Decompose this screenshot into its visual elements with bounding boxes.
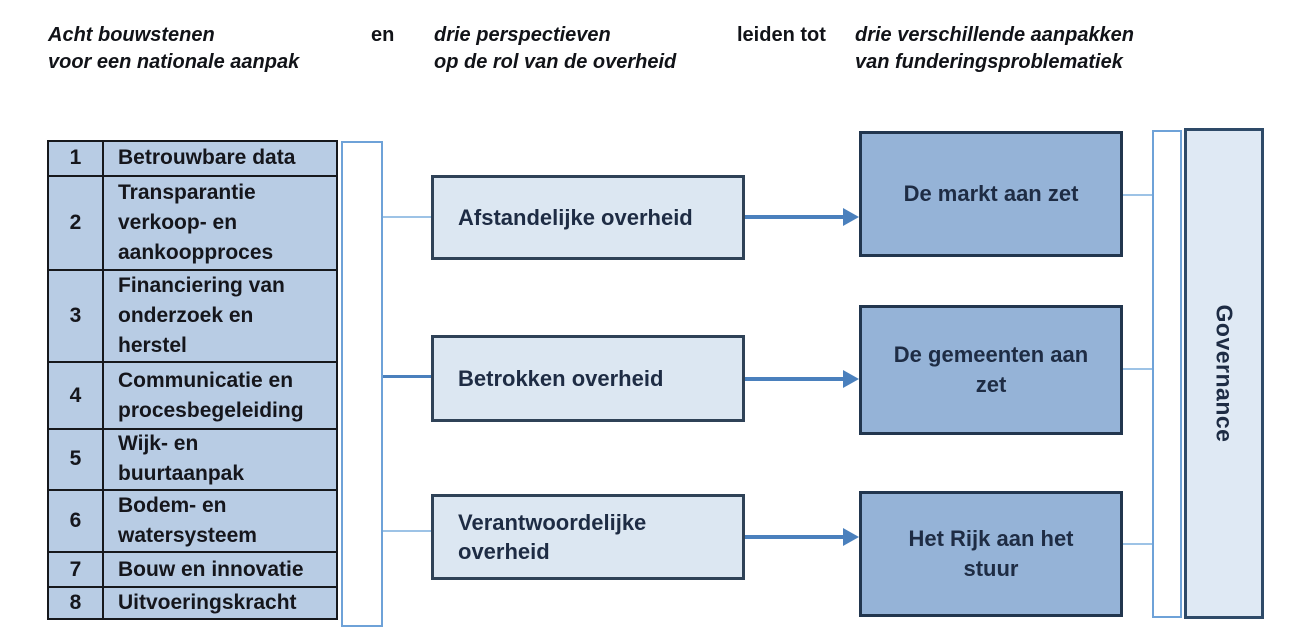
table-row: 1 Betrouwbare data [49, 142, 336, 177]
approach-box-rijk: Het Rijk aan het stuur [859, 491, 1123, 617]
table-row: 8 Uitvoeringskracht [49, 588, 336, 619]
connector-line [1123, 194, 1153, 196]
row-number: 5 [49, 429, 104, 489]
conjunction-en: en [371, 24, 395, 46]
row-number: 2 [49, 176, 104, 269]
arrow-line [745, 215, 845, 219]
perspective-box-verantwoordelijke: Verantwoordelijke overheid [431, 494, 745, 580]
connector-line [1123, 543, 1153, 545]
building-blocks-table: 1 Betrouwbare data 2 Transparantie verko… [47, 140, 338, 620]
arrow-line [745, 377, 845, 381]
row-label: Transparantie verkoop- en aankoopproces [118, 180, 274, 264]
approach-box-markt: De markt aan zet [859, 131, 1123, 257]
governance-label: Governance [1211, 304, 1238, 443]
connector-line [383, 375, 431, 378]
table-row: 6 Bodem- en watersysteem [49, 490, 336, 554]
perspective-box-afstandelijke: Afstandelijke overheid [431, 175, 745, 260]
row-number: 7 [49, 553, 104, 587]
row-number: 3 [49, 271, 104, 362]
heading-approaches: drie verschillende aanpakken van funderi… [855, 24, 1135, 73]
arrow-right-icon [843, 208, 859, 226]
brace-right [1152, 130, 1182, 618]
table-row: 2 Transparantie verkoop- en aankoopproce… [49, 176, 336, 271]
table-row: 4 Communicatie en procesbegeleiding [49, 363, 336, 430]
row-label: Uitvoeringskracht [118, 591, 297, 615]
row-label: Financiering van onderzoek en herstel [118, 274, 285, 358]
connector-line [383, 530, 431, 532]
table-row: 7 Bouw en innovatie [49, 553, 336, 589]
approach-box-gemeenten: De gemeenten aan zet [859, 305, 1123, 435]
brace-left [341, 141, 383, 627]
connector-line [1123, 368, 1153, 370]
perspective-box-betrokken: Betrokken overheid [431, 335, 745, 422]
table-row: 5 Wijk- en buurtaanpak [49, 429, 336, 491]
row-number: 1 [49, 142, 104, 175]
row-number: 6 [49, 490, 104, 552]
arrow-right-icon [843, 528, 859, 546]
row-number: 4 [49, 363, 104, 428]
row-number: 8 [49, 588, 104, 619]
heading-perspectives: drie perspectieven op de rol van de over… [434, 24, 677, 73]
arrow-right-icon [843, 370, 859, 388]
row-label: Communicatie en procesbegeleiding [118, 368, 304, 422]
row-label: Wijk- en buurtaanpak [118, 432, 245, 486]
row-label: Bodem- en watersysteem [118, 494, 257, 548]
heading-building-blocks: Acht bouwstenen voor een nationale aanpa… [48, 24, 300, 73]
conjunction-leiden-tot: leiden tot [737, 24, 826, 46]
row-label: Betrouwbare data [118, 146, 296, 170]
governance-box: Governance [1184, 128, 1264, 619]
table-row: 3 Financiering van onderzoek en herstel [49, 271, 336, 364]
row-label: Bouw en innovatie [118, 557, 304, 581]
connector-line [383, 216, 431, 218]
arrow-line [745, 535, 845, 539]
